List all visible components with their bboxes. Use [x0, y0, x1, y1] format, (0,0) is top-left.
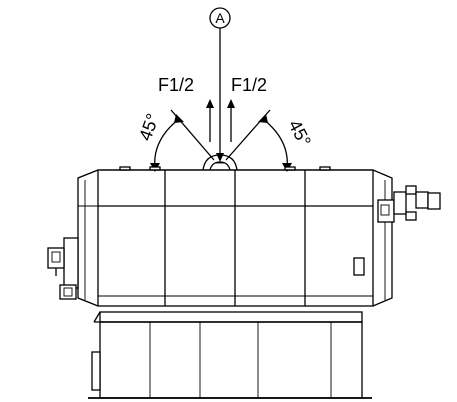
- angle-arc-right: [258, 114, 292, 172]
- lifting-eye: [202, 154, 238, 171]
- force-label-left: F1/2: [158, 75, 194, 95]
- angle-label-right: 45°: [284, 116, 314, 149]
- right-connection-fitting: [377, 185, 441, 223]
- force-arrow-left: [206, 99, 214, 142]
- callout-a: A: [209, 7, 231, 162]
- boiler-body: [97, 169, 374, 307]
- left-connection-fittings: [47, 237, 79, 300]
- boiler-stand: [91, 321, 363, 399]
- boiler-left-side: [77, 169, 99, 307]
- callout-a-label: A: [215, 10, 225, 26]
- angle-label-left: 45°: [135, 111, 163, 143]
- force-arrow-right: [227, 99, 235, 142]
- force-label-right: F1/2: [231, 75, 267, 95]
- base-plate: [93, 311, 363, 323]
